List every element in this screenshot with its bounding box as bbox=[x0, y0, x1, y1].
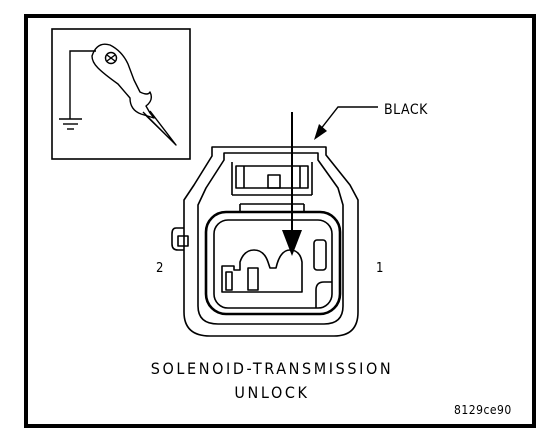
callout-arrowhead bbox=[314, 124, 327, 140]
test-probe-icon bbox=[91, 43, 177, 146]
component-title-line-1: SOLENOID-TRANSMISSION bbox=[151, 359, 394, 378]
pin-2-label: 2 bbox=[156, 261, 163, 276]
probe-arrow bbox=[282, 112, 302, 256]
figure-code: 8129ce90 bbox=[454, 403, 512, 417]
wire-color-callout: BLACK bbox=[314, 102, 428, 140]
callout-leader bbox=[319, 106, 378, 131]
wire-color-label: BLACK bbox=[384, 102, 428, 118]
ground-symbol-icon bbox=[59, 50, 96, 130]
component-title-line-2: UNLOCK bbox=[234, 383, 309, 402]
inset-frame bbox=[51, 28, 191, 160]
outer-frame bbox=[24, 14, 536, 428]
connector-body bbox=[171, 146, 359, 337]
probe-inset bbox=[51, 28, 191, 160]
pin-1-label: 1 bbox=[376, 261, 383, 276]
